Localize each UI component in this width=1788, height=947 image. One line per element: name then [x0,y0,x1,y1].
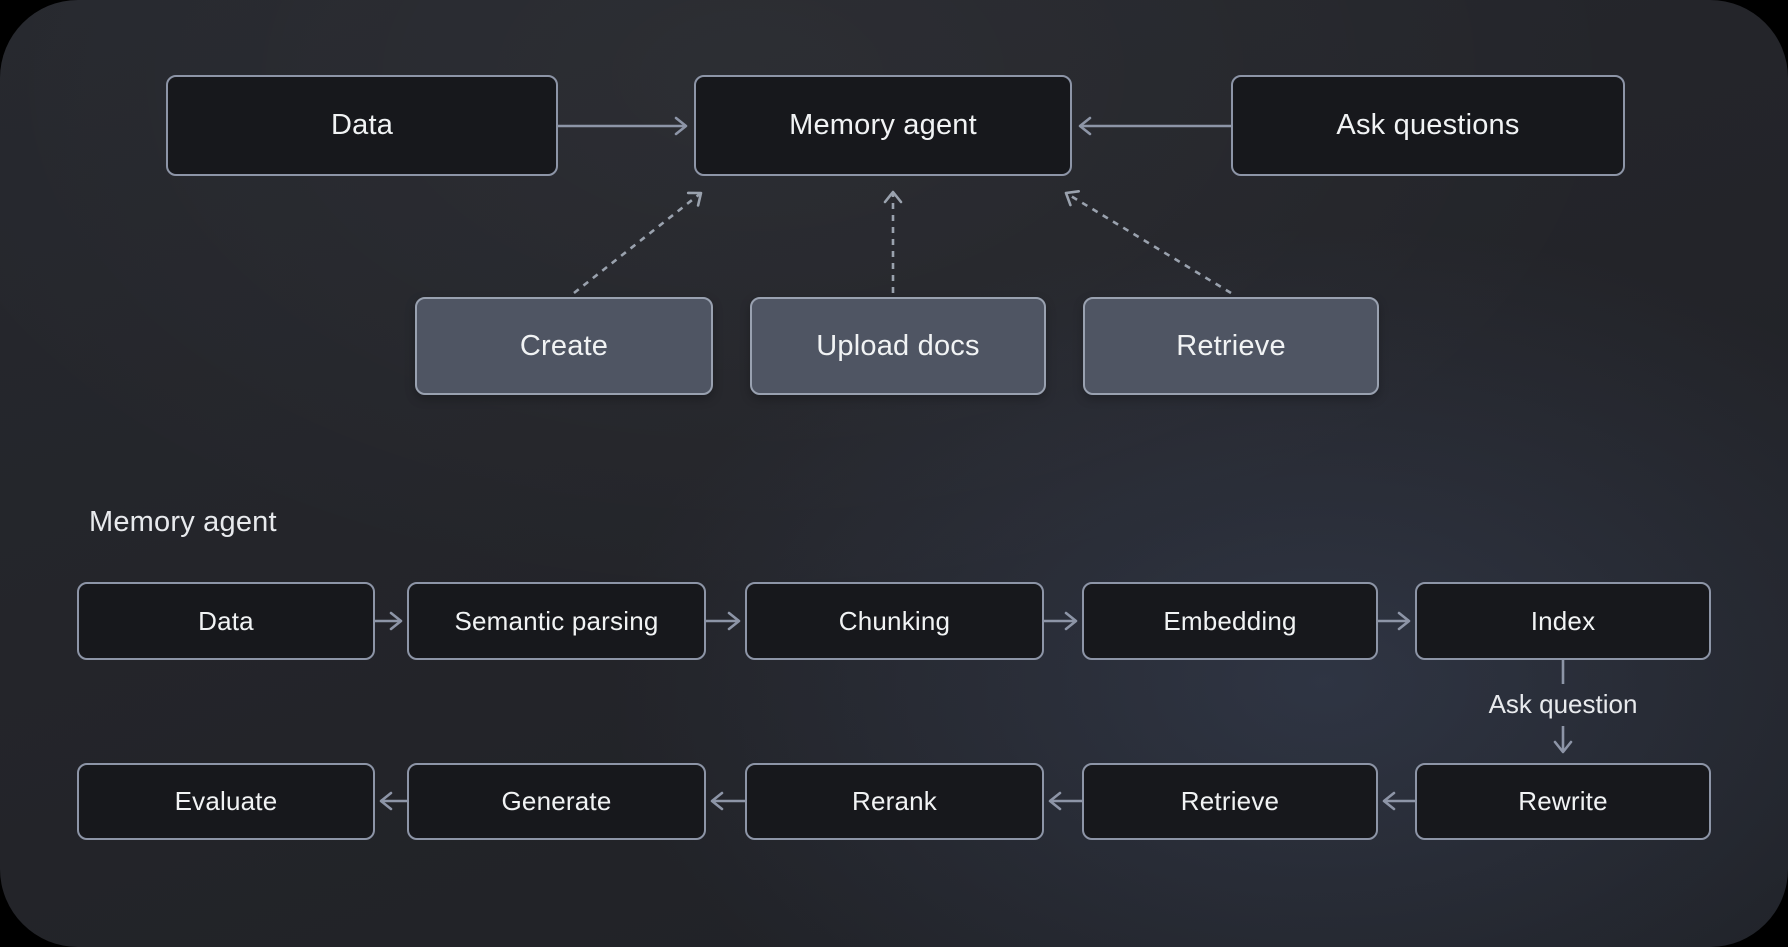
arrow-create-to-memory-agent [573,191,703,295]
node-upload-docs-action: Upload docs [750,297,1046,395]
connector-label-ask-question: Ask question [1488,689,1638,719]
node-create-action: Create [415,297,713,395]
node-ask-questions: Ask questions [1231,75,1625,176]
node-chunking: Chunking [745,582,1044,660]
arrow-retrieve-to-memory-agent [1064,190,1232,295]
node-retrieve: Retrieve [1082,763,1378,840]
node-rewrite: Rewrite [1415,763,1711,840]
node-data-source: Data [166,75,558,176]
node-memory-agent: Memory agent [694,75,1072,176]
node-generate: Generate [407,763,706,840]
node-index: Index [1415,582,1711,660]
node-retrieve-action: Retrieve [1083,297,1379,395]
node-pipeline-data: Data [77,582,375,660]
node-semantic-parsing: Semantic parsing [407,582,706,660]
section-title-memory-agent: Memory agent [89,506,277,538]
node-embedding: Embedding [1082,582,1378,660]
node-rerank: Rerank [745,763,1044,840]
node-evaluate: Evaluate [77,763,375,840]
